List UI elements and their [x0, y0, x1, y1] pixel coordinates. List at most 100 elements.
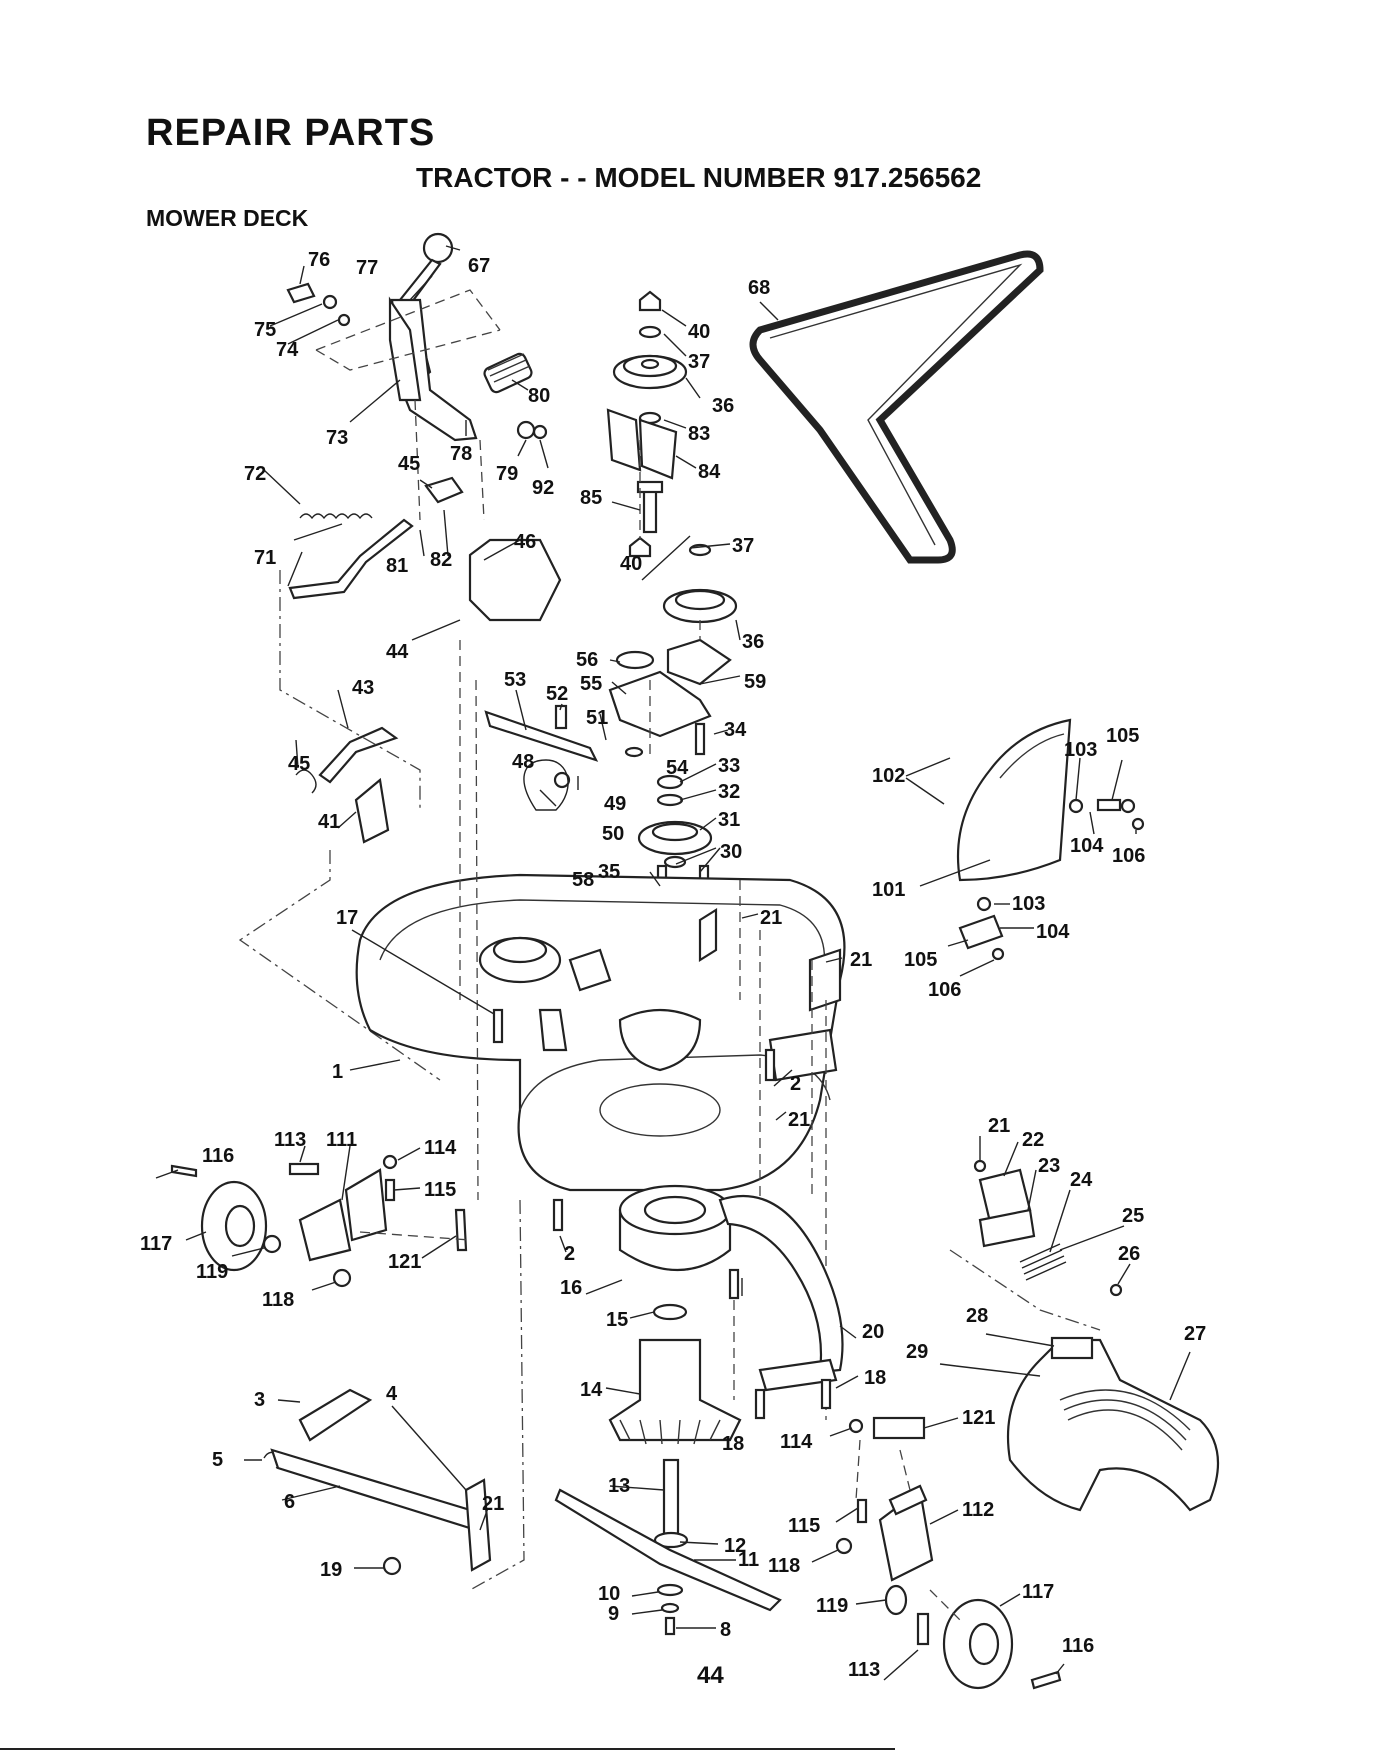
callout-1: 1 — [332, 1061, 343, 1083]
callout-40b: 40 — [620, 553, 642, 575]
callout-71: 71 — [254, 547, 276, 569]
spindle-housing-14 — [608, 1338, 742, 1442]
callout-116b: 116 — [1062, 1635, 1094, 1657]
rod-71 — [288, 518, 414, 600]
callout-78: 78 — [450, 443, 472, 465]
callout-115a: 115 — [424, 1179, 456, 1201]
bolt-8 — [664, 1616, 676, 1636]
callout-35: 35 — [598, 861, 620, 883]
belt-68 — [749, 250, 1044, 564]
callout-21c: 21 — [788, 1109, 810, 1131]
callout-44: 44 — [386, 641, 409, 663]
callout-10: 10 — [598, 1583, 620, 1605]
nut-92 — [532, 424, 548, 440]
callout-34: 34 — [724, 719, 747, 741]
callout-73: 73 — [326, 427, 348, 449]
pin-76 — [286, 282, 316, 304]
bolt-116b — [1030, 1670, 1062, 1690]
callout-50: 50 — [602, 823, 624, 845]
washer-37 — [638, 325, 662, 339]
callout-105a: 105 — [1106, 725, 1139, 747]
callout-36a: 36 — [712, 395, 734, 417]
spring-58 — [523, 759, 569, 811]
callout-104b: 104 — [1036, 921, 1070, 943]
spindle-shaft-13 — [662, 1458, 680, 1542]
callout-2a: 2 — [790, 1073, 801, 1095]
clip-74 — [337, 313, 351, 327]
callout-116a: 116 — [202, 1145, 234, 1167]
callout-72: 72 — [244, 463, 266, 485]
nut-118 — [332, 1268, 352, 1288]
right-gauge-wheel-assembly — [835, 1416, 1062, 1690]
nut-33 — [656, 774, 684, 790]
callout-26: 26 — [1118, 1243, 1140, 1265]
callout-23: 23 — [1038, 1155, 1060, 1177]
bracket-121b — [872, 1416, 926, 1440]
rod-105b — [958, 914, 1004, 950]
discharge-deflector-assembly — [956, 718, 1145, 961]
callout-114b: 114 — [780, 1431, 813, 1453]
callout-18a: 18 — [864, 1367, 886, 1389]
bolt-19 — [382, 1556, 402, 1576]
callout-54: 54 — [666, 757, 689, 779]
callout-121b: 121 — [962, 1407, 995, 1429]
page-title: REPAIR PARTS — [146, 112, 436, 154]
callout-51: 51 — [586, 707, 608, 729]
bearing-15 — [652, 1303, 688, 1321]
bracket-21 — [808, 948, 842, 1012]
bracket-3 — [298, 1388, 373, 1442]
spring-104 — [1120, 798, 1136, 814]
belt-guide-59 — [666, 638, 732, 686]
bolt-2b — [552, 1198, 564, 1232]
nut-21b — [973, 1159, 987, 1173]
front-hitch-assembly — [263, 1199, 525, 1591]
callout-79: 79 — [496, 463, 518, 485]
link-41 — [354, 777, 390, 844]
callout-92: 92 — [532, 477, 554, 499]
callout-41: 41 — [318, 811, 340, 833]
callout-16: 16 — [560, 1277, 582, 1299]
deck-cover-27 — [955, 1336, 1220, 1512]
callout-28: 28 — [966, 1305, 988, 1327]
callout-29: 29 — [906, 1341, 928, 1363]
bolt-115 — [384, 1178, 396, 1202]
callout-104a: 104 — [1070, 835, 1104, 857]
lever-knob — [422, 232, 454, 264]
nut-114 — [382, 1154, 398, 1170]
callout-113b: 113 — [848, 1659, 880, 1681]
clip-106 — [1131, 817, 1145, 831]
washer-32 — [656, 793, 684, 807]
callout-117b: 117 — [1022, 1581, 1054, 1603]
nut-114b — [848, 1418, 864, 1434]
washer-79 — [516, 420, 536, 440]
washer-48 — [553, 771, 571, 789]
latch-28 — [1050, 1336, 1094, 1360]
callout-8: 8 — [720, 1619, 731, 1641]
blade-adapter-12 — [653, 1531, 689, 1549]
callout-15: 15 — [606, 1309, 628, 1331]
callout-76: 76 — [308, 249, 330, 271]
callout-103b: 103 — [1012, 893, 1045, 915]
bolt-52 — [554, 704, 568, 730]
callout-43: 43 — [352, 677, 374, 699]
callout-46: 46 — [514, 531, 536, 553]
callout-13: 13 — [608, 1475, 630, 1497]
bolt-121 — [454, 1208, 468, 1252]
callout-55: 55 — [580, 673, 602, 695]
callout-101: 101 — [872, 879, 905, 901]
callout-117a: 117 — [140, 1233, 172, 1255]
leader-lines — [155, 245, 1191, 1681]
callout-14: 14 — [580, 1379, 603, 1401]
callout-85: 85 — [580, 487, 602, 509]
bolt-2 — [764, 1048, 776, 1082]
callout-83: 83 — [688, 423, 710, 445]
spring-25 — [1019, 1243, 1067, 1281]
spacer-56 — [615, 650, 655, 670]
callout-12: 12 — [724, 1535, 746, 1557]
bolt-34 — [694, 722, 706, 756]
left-gauge-wheel-assembly — [170, 1154, 471, 1288]
callout-30: 30 — [720, 841, 742, 863]
page-number: 44 — [697, 1662, 724, 1689]
deflector-101 — [956, 718, 1072, 882]
